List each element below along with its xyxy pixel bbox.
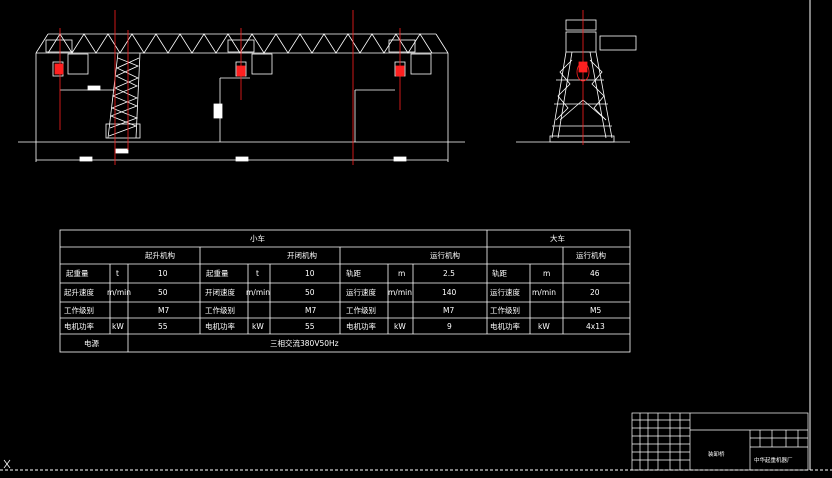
row2-v1: M7 bbox=[158, 306, 169, 315]
row3-u2: kW bbox=[252, 322, 264, 331]
bridge-truss bbox=[47, 33, 433, 54]
ucs-icon bbox=[3, 459, 11, 469]
row0-v2: 10 bbox=[305, 269, 315, 278]
row2-c4: 工作级别 bbox=[490, 305, 520, 315]
row0-u4: m bbox=[543, 269, 550, 278]
row0-c3: 轨距 bbox=[346, 268, 361, 278]
row3-u3: kW bbox=[394, 322, 406, 331]
trolley-right bbox=[388, 39, 432, 77]
row2-v4: M5 bbox=[590, 306, 601, 315]
row3-v4: 4x13 bbox=[586, 322, 605, 331]
row3-u4: kW bbox=[538, 322, 550, 331]
row1-u3: m/min bbox=[388, 288, 412, 297]
row0-c4: 轨距 bbox=[492, 268, 507, 278]
row0-v3: 2.5 bbox=[443, 269, 455, 278]
row2-c3: 工作级别 bbox=[346, 305, 376, 315]
hoist-header: 起升机构 bbox=[145, 250, 175, 260]
parameter-table: 小车 大车 起升机构 开闭机构 运行机构 运行机构 起重量 t 10 起重量 t… bbox=[59, 229, 631, 353]
row3-u1: kW bbox=[112, 322, 124, 331]
row2-v2: M7 bbox=[305, 306, 316, 315]
rigid-leg bbox=[105, 52, 141, 139]
row1-v2: 50 bbox=[305, 288, 315, 297]
row2-c1: 工作级别 bbox=[64, 305, 94, 315]
row3-c4: 电机功率 bbox=[490, 321, 520, 331]
crane-travel-header: 运行机构 bbox=[576, 250, 606, 260]
row3-c1: 电机功率 bbox=[64, 321, 94, 331]
company-name: 中华起重机器厂 bbox=[754, 456, 793, 464]
power-label: 电源 bbox=[84, 338, 99, 348]
row1-v4: 20 bbox=[590, 288, 600, 297]
trolley-middle bbox=[227, 39, 273, 77]
row0-v4: 46 bbox=[590, 269, 600, 278]
side-centerline bbox=[576, 10, 590, 145]
row3-v3: 9 bbox=[447, 322, 452, 331]
trolley-title: 小车 bbox=[250, 233, 265, 243]
front-centerlines bbox=[54, 10, 405, 165]
row2-c2: 工作级别 bbox=[205, 305, 235, 315]
row1-u4: m/min bbox=[532, 288, 556, 297]
row0-c1: 起重量 bbox=[66, 269, 89, 278]
title-block: 装卸桥 中华起重机器厂 bbox=[631, 412, 809, 471]
row1-v3: 140 bbox=[442, 288, 457, 297]
row3-v2: 55 bbox=[305, 322, 315, 331]
grab-header: 开闭机构 bbox=[287, 250, 317, 260]
row1-c4: 运行速度 bbox=[490, 287, 520, 297]
row1-u1: m/min bbox=[107, 288, 131, 297]
power-value: 三相交流380V50Hz bbox=[270, 338, 339, 348]
row3-c3: 电机功率 bbox=[346, 321, 376, 331]
row0-u2: t bbox=[256, 269, 259, 278]
row1-u2: m/min bbox=[246, 288, 270, 297]
row0-u1: t bbox=[116, 269, 119, 278]
row2-v3: M7 bbox=[443, 306, 454, 315]
row1-c2: 开闭速度 bbox=[205, 287, 235, 297]
row0-c2: 起重量 bbox=[206, 269, 229, 278]
trolley-travel-header: 运行机构 bbox=[430, 250, 460, 260]
front-elevation-view bbox=[18, 33, 465, 162]
row1-c3: 运行速度 bbox=[346, 287, 376, 297]
row3-c2: 电机功率 bbox=[205, 321, 235, 331]
row1-c1: 起升速度 bbox=[64, 287, 94, 297]
row3-v1: 55 bbox=[158, 322, 168, 331]
row0-u3: m bbox=[398, 269, 405, 278]
drawing-name: 装卸桥 bbox=[708, 450, 725, 458]
crane-title: 大车 bbox=[550, 233, 565, 243]
side-elevation-view bbox=[516, 19, 637, 143]
row1-v1: 50 bbox=[158, 288, 168, 297]
row0-v1: 10 bbox=[158, 269, 168, 278]
